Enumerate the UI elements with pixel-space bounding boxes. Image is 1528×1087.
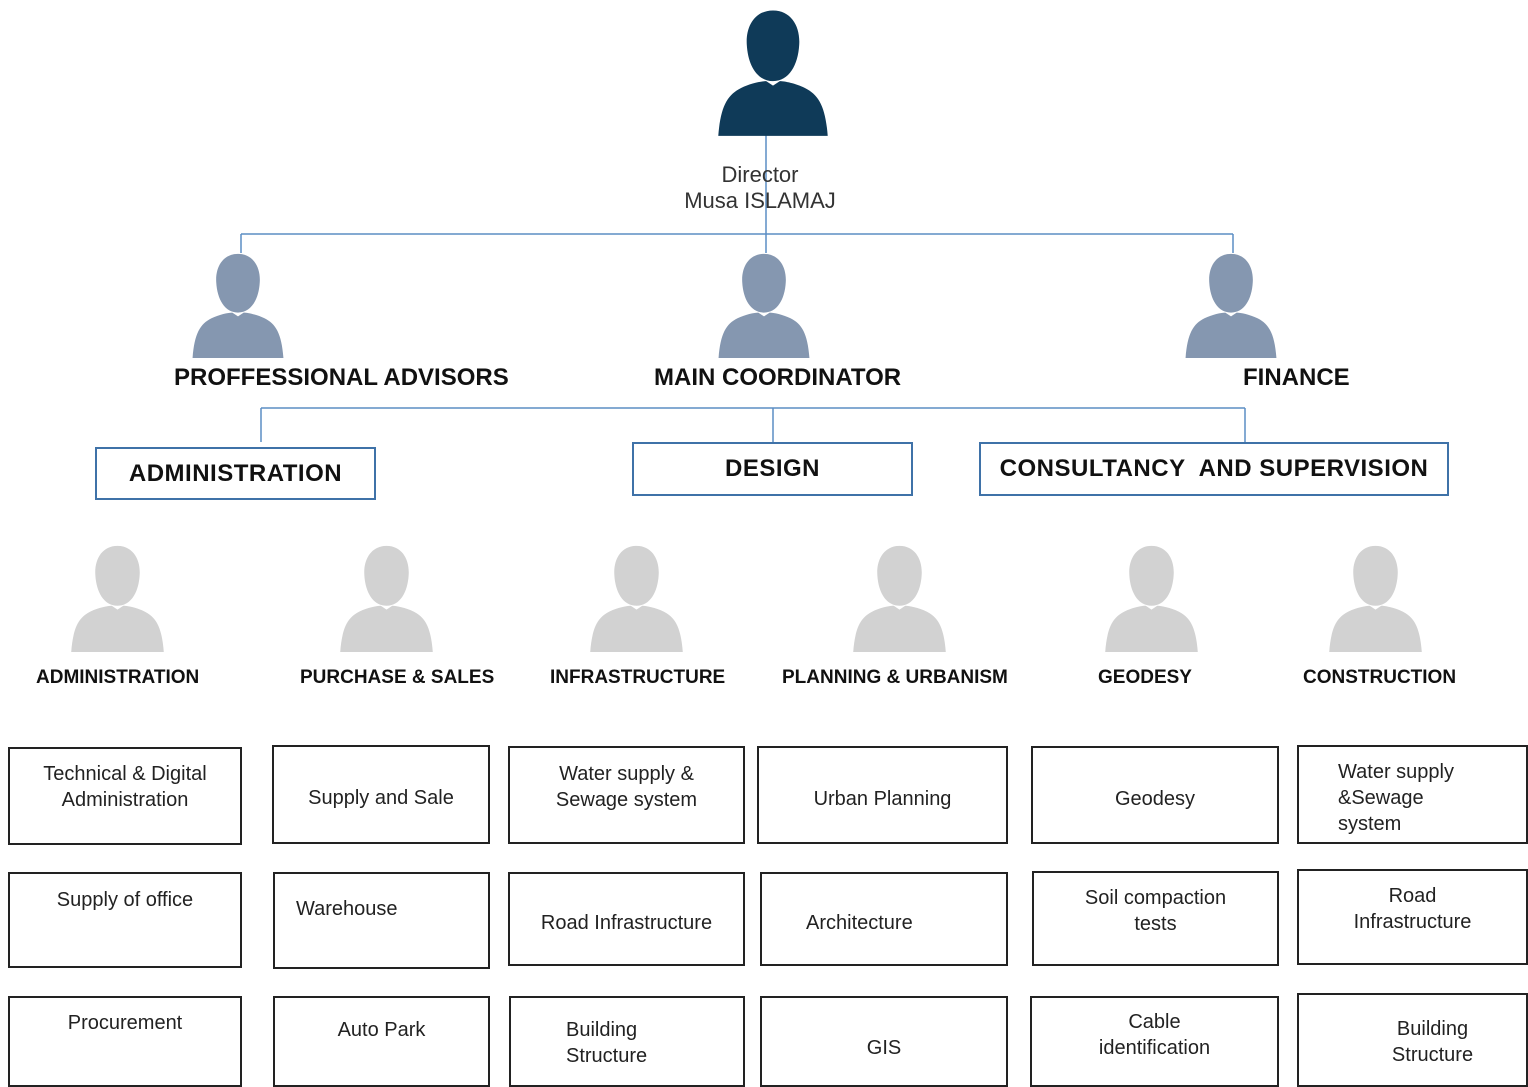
box-soil-compaction-tests: Soil compaction tests — [1032, 871, 1279, 966]
dept-administration: ADMINISTRATION — [95, 447, 376, 500]
box-building-structure: Building Structure — [509, 996, 745, 1087]
box-technical-digital-administration: Technical & Digital Administration — [8, 747, 242, 845]
box-supply-of-office: Supply of office — [8, 872, 242, 968]
unit-label-administration: ADMINISTRATION — [36, 667, 200, 688]
box-architecture: Architecture — [760, 872, 1008, 966]
role-main-coordinator: MAIN COORDINATOR — [654, 364, 902, 391]
unit-infrastructure-person-icon — [588, 544, 685, 652]
role-advisors: PROFFESSIONAL ADVISORS — [174, 364, 509, 391]
director-name: Musa ISLAMAJ — [684, 188, 836, 213]
box-gis: GIS — [760, 996, 1008, 1087]
dept-consultancy-supervision: CONSULTANCY AND SUPERVISION — [979, 442, 1449, 496]
unit-construction-person-icon — [1327, 544, 1424, 652]
unit-purchase-person-icon — [338, 544, 435, 652]
box-urban-planning: Urban Planning — [757, 746, 1008, 844]
box-auto-park: Auto Park — [273, 996, 490, 1087]
unit-label-construction: CONSTRUCTION — [1303, 667, 1457, 688]
box-warehouse: Warehouse — [273, 872, 490, 969]
unit-geodesy-person-icon — [1103, 544, 1200, 652]
unit-label-planning-urbanism: PLANNING & URBANISM — [782, 667, 1008, 688]
unit-label-geodesy: GEODESY — [1098, 667, 1192, 688]
box-road-infrastructure: Road Infrastructure — [508, 872, 745, 966]
box-supply-and-sale: Supply and Sale — [272, 745, 490, 844]
dept-design: DESIGN — [632, 442, 913, 496]
box-procurement: Procurement — [8, 996, 242, 1087]
box-water-supply-sewage: Water supply & Sewage system — [508, 746, 745, 844]
box-water-supply-sewage-system: Water supply &Sewage system — [1297, 745, 1528, 844]
finance-person-icon — [1183, 252, 1279, 358]
role-finance: FINANCE — [1243, 364, 1350, 391]
advisors-person-icon — [190, 252, 286, 358]
unit-label-infrastructure: INFRASTRUCTURE — [550, 667, 726, 688]
unit-label-purchase-sales: PURCHASE & SALES — [300, 667, 495, 688]
unit-planning-person-icon — [851, 544, 948, 652]
director-title: Director — [721, 162, 799, 187]
box-road-infrastructure-construction: Road Infrastructure — [1297, 869, 1528, 965]
box-geodesy: Geodesy — [1031, 746, 1279, 844]
box-cable-identification: Cable identification — [1030, 996, 1279, 1087]
director-person-icon — [716, 8, 830, 136]
unit-administration-person-icon — [69, 544, 166, 652]
coordinator-person-icon — [716, 252, 812, 358]
box-building-structure-construction: Building Structure — [1297, 993, 1528, 1087]
